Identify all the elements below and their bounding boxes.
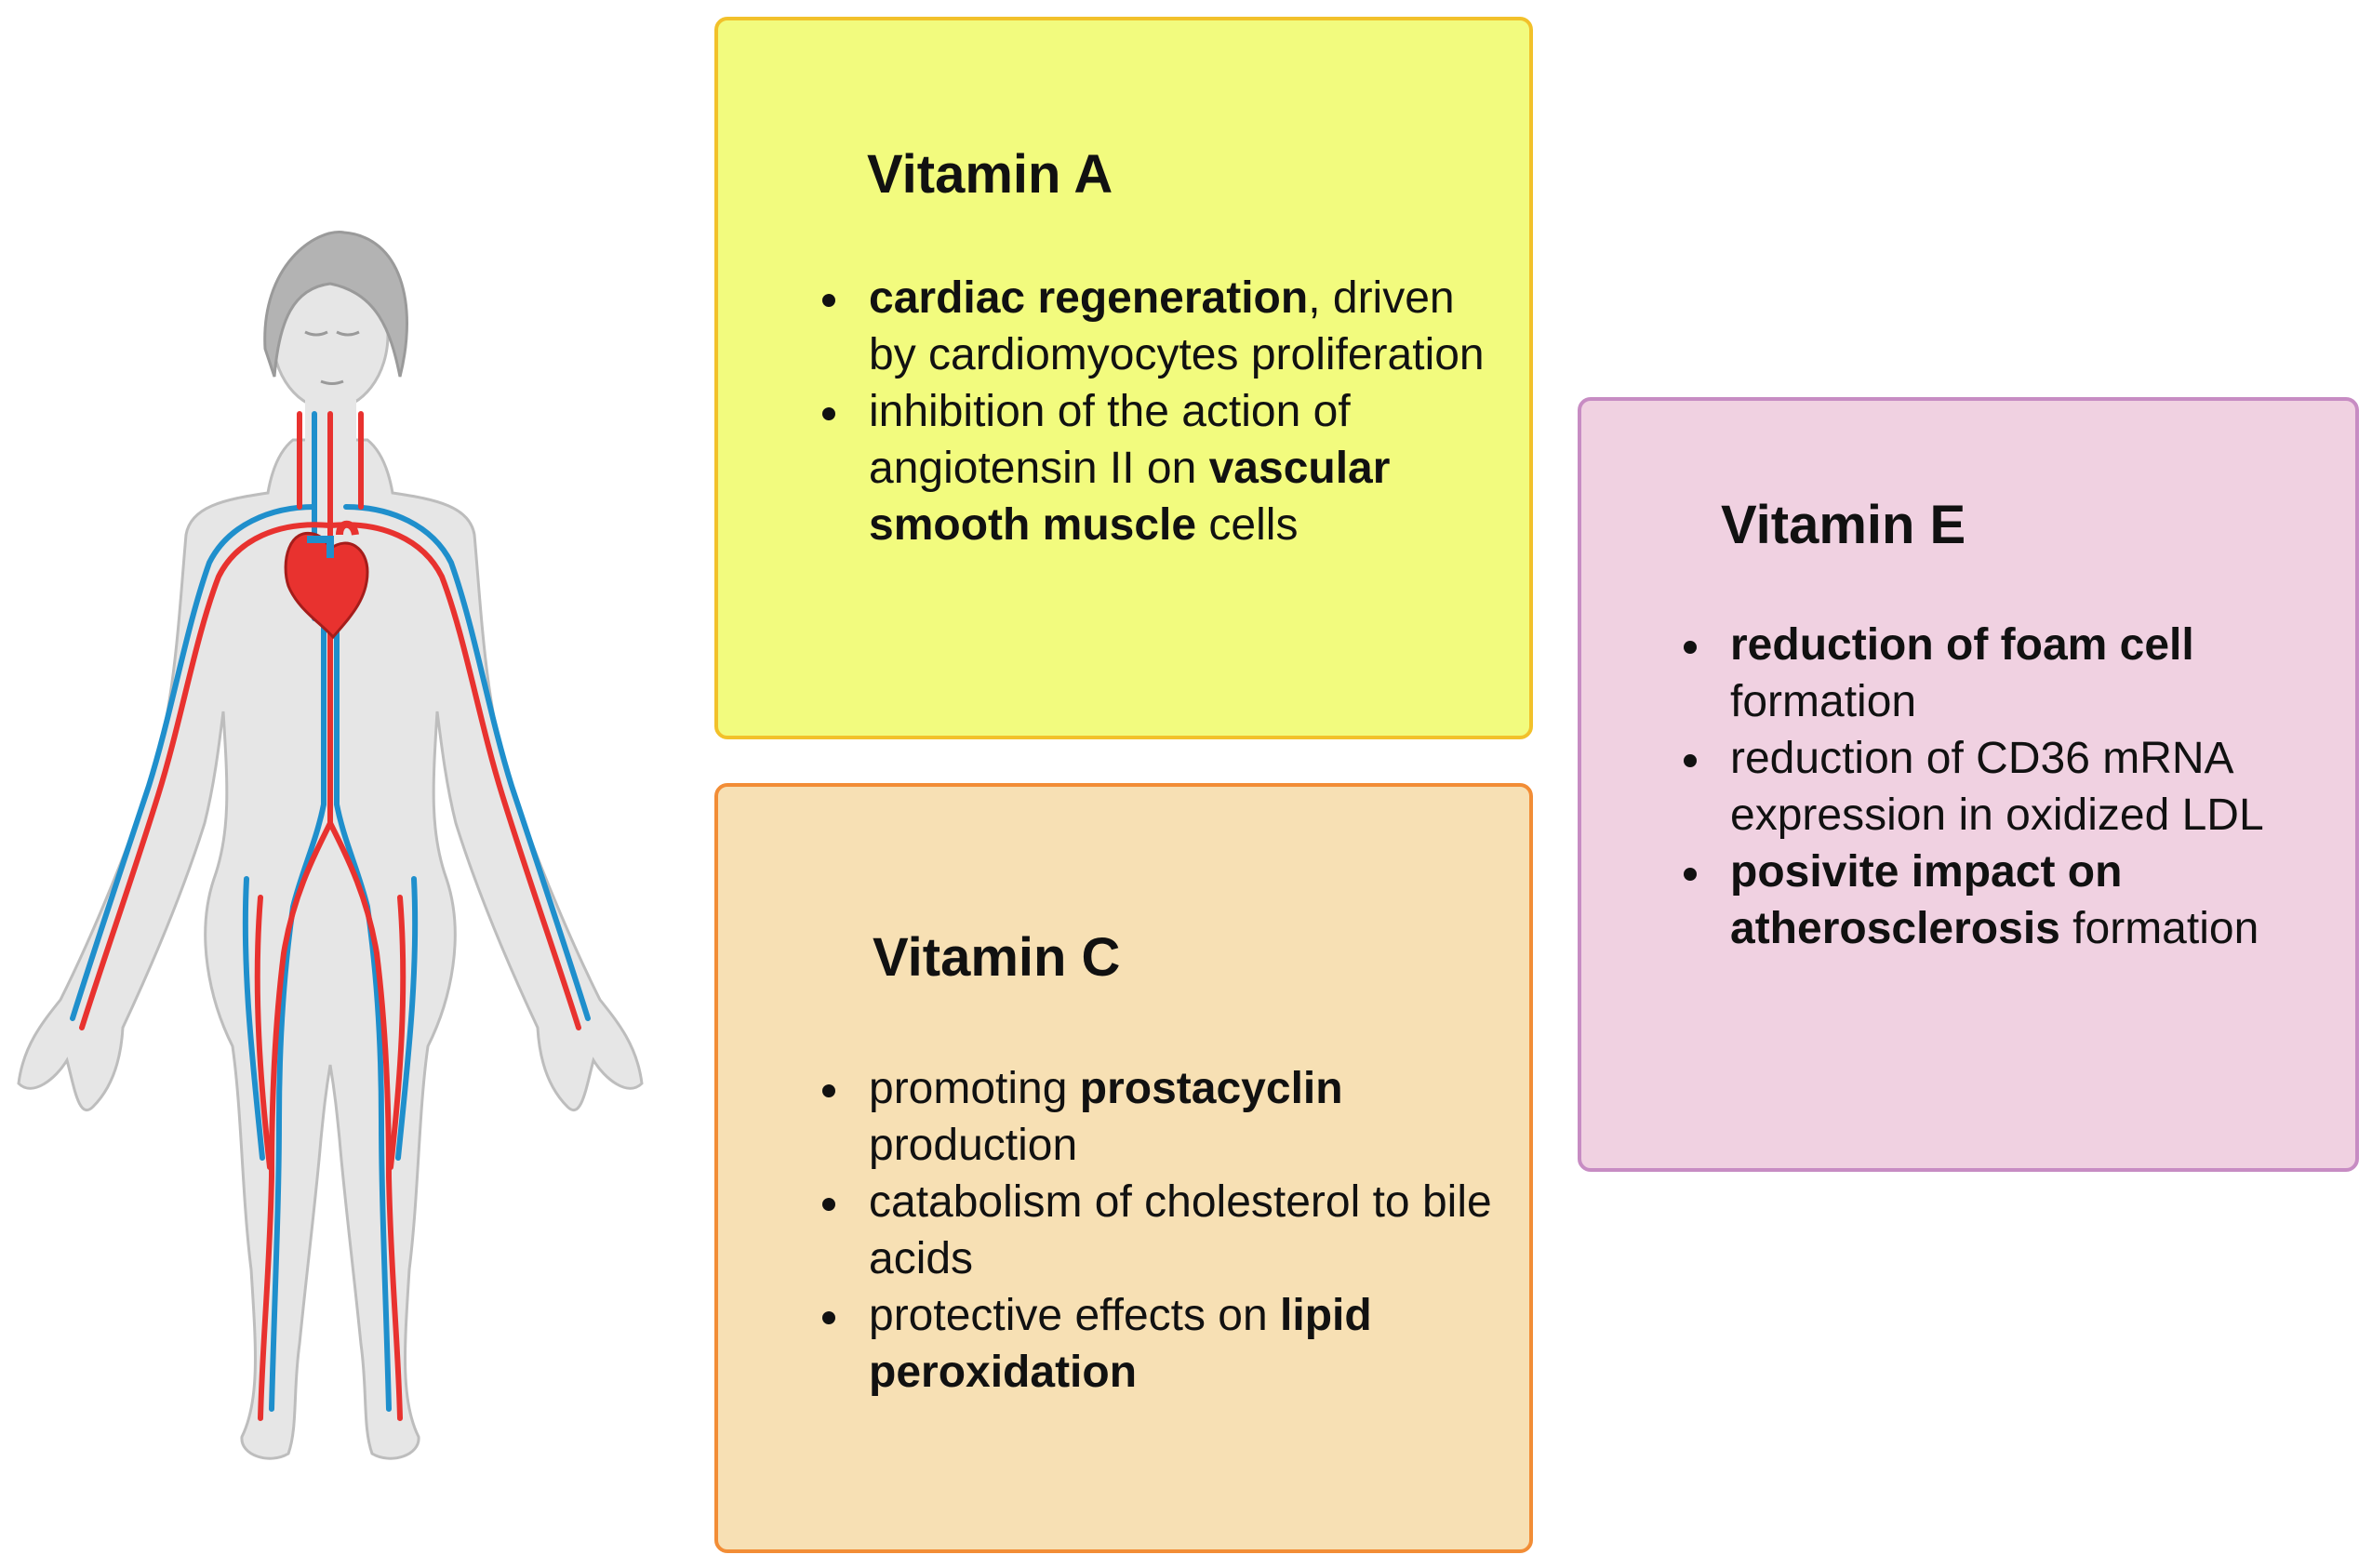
plain-text: reduction of CD36 mRNA expression in oxi…	[1730, 734, 2264, 840]
bold-text: prostacyclin	[1079, 1064, 1343, 1113]
plain-text: formation	[1730, 677, 1917, 726]
head	[263, 231, 408, 446]
plain-text: formation	[2059, 904, 2259, 953]
plain-text: protective effects on	[869, 1291, 1281, 1340]
plain-text: cells	[1196, 500, 1299, 550]
human-circulatory-system-icon	[17, 231, 644, 1460]
vitamin-e-bullet-item: posivite impact on atherosclerosis forma…	[1672, 844, 2324, 957]
bold-text: cardiac regeneration	[869, 273, 1309, 323]
plain-text: production	[869, 1121, 1078, 1170]
bold-text: posivite impact on atherosclerosis	[1730, 847, 2123, 953]
plain-text: promoting	[869, 1064, 1080, 1113]
bold-text: lipid peroxidation	[869, 1291, 1372, 1397]
plain-text: , driven by cardiomyocytes proliferation	[869, 273, 1485, 379]
vitamin-a-bullet-item: cardiac regeneration, driven by cardiomy…	[811, 270, 1499, 383]
veins	[70, 411, 591, 1412]
plain-text: catabolism of cholesterol to bile acids	[869, 1177, 1492, 1283]
vitamin-e-bullet-item: reduction of foam cell formation	[1672, 617, 2324, 730]
vitamin-a-bullet-item: inhibition of the action of angiotensin …	[811, 383, 1499, 553]
vitamin-e-bullet-item: reduction of CD36 mRNA expression in oxi…	[1672, 730, 2324, 844]
vitamin-c-bullet-item: promoting prostacyclin production	[811, 1060, 1499, 1174]
vitamin-e-box: Vitamin E reduction of foam cell formati…	[1578, 397, 2359, 1172]
vitamin-c-box: Vitamin C promoting prostacyclin product…	[714, 783, 1533, 1553]
human-figure	[9, 228, 670, 1479]
vitamin-a-title: Vitamin A	[867, 144, 1113, 205]
heart-icon	[284, 520, 369, 640]
vitamin-c-bullet-item: catabolism of cholesterol to bile acids	[811, 1174, 1499, 1287]
bold-text: reduction of foam cell	[1730, 620, 2194, 670]
vitamin-a-box: Vitamin A cardiac regeneration, driven b…	[714, 17, 1533, 739]
vitamin-c-title: Vitamin C	[873, 927, 1121, 988]
vitamin-a-list: cardiac regeneration, driven by cardiomy…	[811, 270, 1499, 553]
arteries	[79, 411, 581, 1421]
plain-text: inhibition of the action of angiotensin …	[869, 387, 1351, 493]
bold-text: vascular smooth muscle	[869, 444, 1391, 550]
vitamin-e-title: Vitamin E	[1721, 495, 1966, 555]
vitamin-c-bullet-item: protective effects on lipid peroxidation	[811, 1287, 1499, 1401]
